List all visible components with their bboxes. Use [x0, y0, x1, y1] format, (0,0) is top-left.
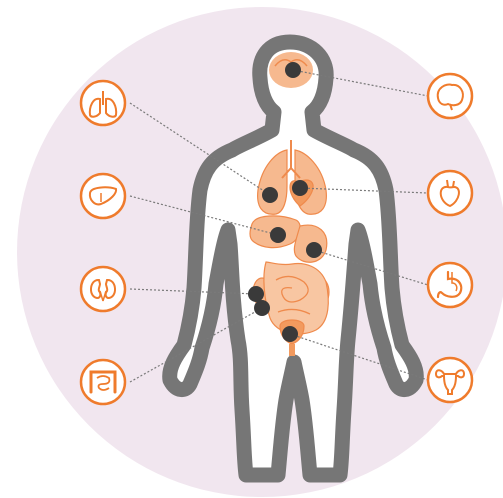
marker-uterus — [282, 326, 298, 342]
marker-brain — [285, 62, 301, 78]
marker-intestines — [254, 300, 270, 316]
marker-heart — [292, 180, 308, 196]
brain-icon — [428, 74, 472, 118]
marker-liver — [270, 227, 286, 243]
uterus-icon — [428, 358, 472, 402]
intestines-icon — [81, 360, 125, 404]
kidneys-icon — [81, 267, 125, 311]
cervix — [289, 344, 295, 356]
stomach-icon — [428, 263, 472, 307]
marker-lungs — [262, 187, 278, 203]
liver-icon — [81, 174, 125, 218]
heart-icon — [428, 171, 472, 215]
marker-kidneys — [248, 286, 264, 302]
marker-stomach — [306, 242, 322, 258]
lungs-icon — [81, 81, 125, 125]
